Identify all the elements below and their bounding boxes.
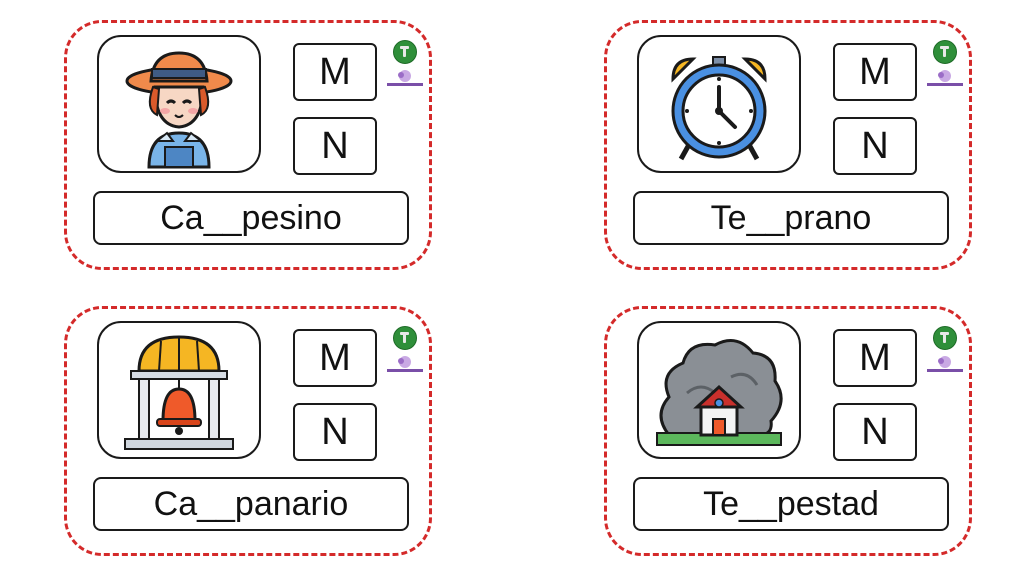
option-m-button[interactable]: M	[293, 329, 377, 387]
option-n-button[interactable]: N	[833, 403, 917, 461]
option-n-button[interactable]: N	[293, 403, 377, 461]
farmer-icon	[125, 51, 233, 169]
word-text: Ca__pesino	[93, 191, 409, 245]
brand-badge-icon	[393, 326, 417, 350]
brand-logo-icon	[387, 70, 423, 86]
brand-logo-icon	[387, 356, 423, 372]
word-text: Te__pestad	[633, 477, 949, 531]
option-m-button[interactable]: M	[833, 43, 917, 101]
option-m-button[interactable]: M	[833, 329, 917, 387]
brand-badge-icon	[933, 40, 957, 64]
picture-frame	[97, 321, 261, 459]
card-temprano: M N Te__prano	[604, 20, 972, 270]
option-n-button[interactable]: N	[293, 117, 377, 175]
picture-frame	[637, 321, 801, 459]
bell-tower-icon	[124, 335, 234, 450]
picture-frame	[637, 35, 801, 173]
brand-logo-icon	[927, 70, 963, 86]
alarm-clock-icon	[671, 56, 767, 161]
card-tempestad: M N Te__pestad	[604, 306, 972, 556]
brand-badge-icon	[933, 326, 957, 350]
option-m-button[interactable]: M	[293, 43, 377, 101]
brand-badge-icon	[393, 40, 417, 64]
card-campesino: M N Ca__pesino	[64, 20, 432, 270]
word-text: Te__prano	[633, 191, 949, 245]
brand-logo-icon	[927, 356, 963, 372]
card-campanario: M N Ca__panario	[64, 306, 432, 556]
option-n-button[interactable]: N	[833, 117, 917, 175]
word-text: Ca__panario	[93, 477, 409, 531]
picture-frame	[97, 35, 261, 173]
storm-house-icon	[656, 339, 783, 446]
